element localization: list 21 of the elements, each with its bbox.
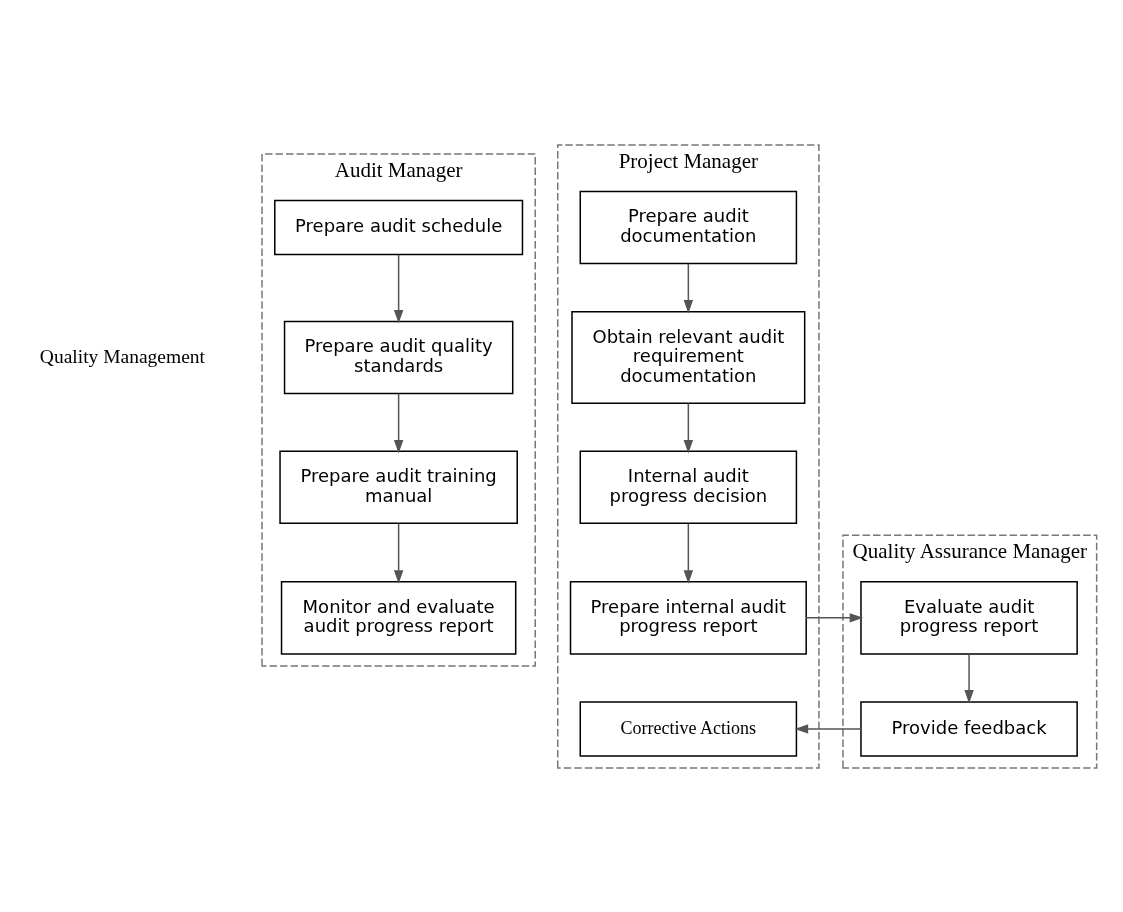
node-box: Prepare audit training manual [279, 450, 518, 524]
arrow [794, 723, 862, 734]
arrow [683, 402, 694, 453]
arrow [683, 522, 694, 584]
node-box: Evaluate audit progress report [860, 580, 1078, 655]
node-box: Internal audit progress decision [579, 450, 798, 524]
arrow [393, 253, 404, 323]
arrow [393, 522, 404, 584]
node-box: Monitor and evaluate audit progress report [280, 580, 517, 655]
node-box: Prepare internal audit progress report [569, 580, 807, 655]
arrow [805, 612, 864, 623]
node-box: Provide feedback [860, 700, 1078, 757]
arrow [964, 652, 974, 704]
node-box: Corrective Actions [579, 700, 798, 757]
label: Quality Management [39, 345, 205, 367]
arrow [683, 262, 694, 314]
node-box: Prepare audit documentation [579, 190, 798, 264]
node-box: Prepare audit schedule [274, 199, 524, 255]
arrow [393, 392, 404, 453]
node-box: Obtain relevant audit requirement documentation [571, 310, 806, 404]
node-box: Prepare audit quality standards [283, 320, 514, 394]
